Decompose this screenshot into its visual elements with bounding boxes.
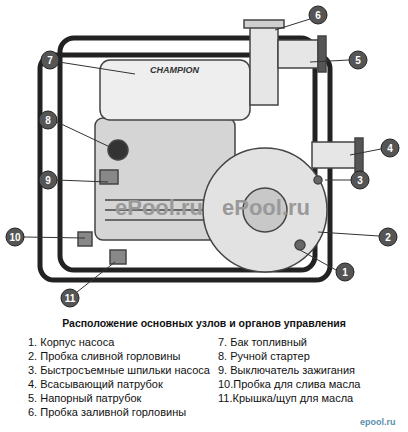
callout-circle <box>6 6 399 307</box>
pump-body <box>203 20 363 272</box>
part-list-item: 8. Ручной стартер <box>218 350 310 362</box>
part-list-item: 6. Пробка заливной горловины <box>28 406 186 418</box>
callout-number: 10 <box>9 232 20 243</box>
callout-number: 11 <box>65 293 76 304</box>
part-list-item: 4. Всасывающий патрубок <box>28 378 163 390</box>
part-list-item: 9. Выключатель зажигания <box>218 364 355 376</box>
watermark: ePool.ru <box>222 196 310 220</box>
callout-number: 6 <box>315 10 321 21</box>
callout-number: 8 <box>45 115 51 126</box>
part-list-item: 11.Крышка/щуп для масла <box>218 392 353 404</box>
part-list-item: 5. Напорный патрубок <box>28 392 141 404</box>
part-list-item: 1. Корпус насоса <box>28 336 114 348</box>
watermark: epool.ru <box>360 418 396 428</box>
part-list-item: 7. Бак топливный <box>218 336 307 348</box>
callout-number: 7 <box>47 55 53 66</box>
callout-number: 5 <box>355 55 361 66</box>
part-list-item: 10.Пробка для слива масла <box>218 378 360 390</box>
part-list-item: 3. Быстросъемные шпильки насоса <box>28 364 210 376</box>
diagram-title: Расположение основных узлов и органов уп… <box>62 318 346 330</box>
callout-number: 3 <box>357 175 363 186</box>
frame <box>40 38 330 280</box>
part-list-item: 2. Пробка сливной горловины <box>28 350 180 362</box>
callout-number: 4 <box>387 143 393 154</box>
callout-number: 2 <box>385 232 391 243</box>
callout-number: 1 <box>342 267 348 278</box>
leader-line <box>24 19 381 292</box>
callout-number: 9 <box>45 175 51 186</box>
brand-name: CHAMPION <box>150 66 199 76</box>
watermark: ePool.ru <box>115 196 203 220</box>
